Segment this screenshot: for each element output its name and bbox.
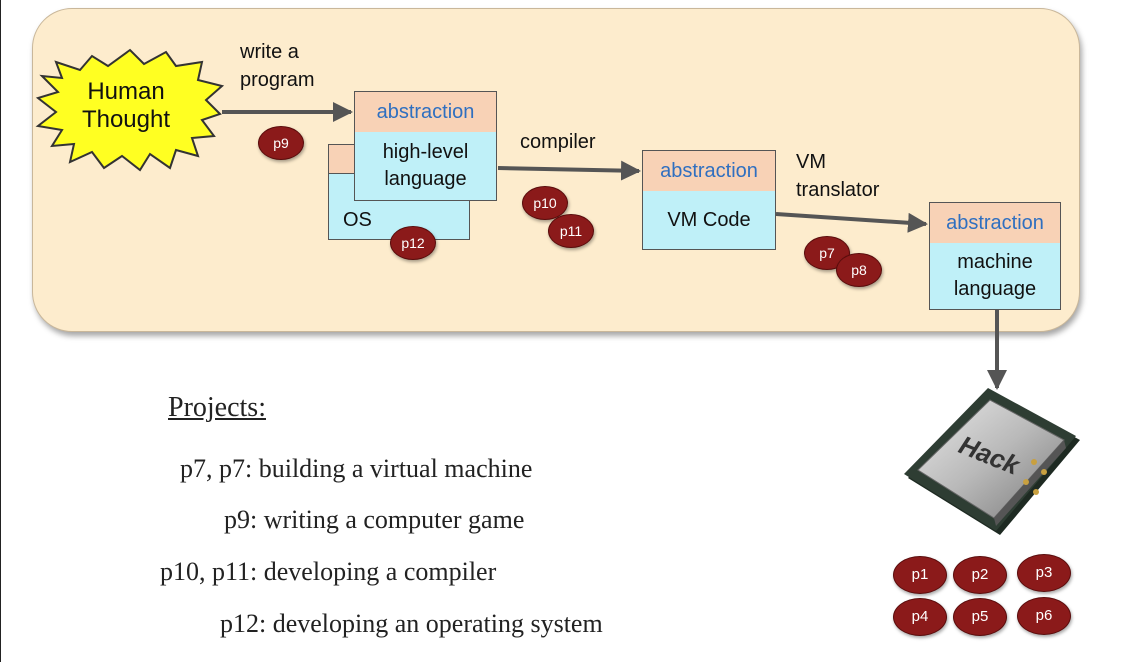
project-line-game: p9: writing a computer game: [224, 505, 525, 534]
human-thought-burst: [35, 48, 225, 172]
badge-p3: p3: [1017, 554, 1071, 592]
projects-title: Projects:: [168, 392, 266, 423]
hack-chip-image: [904, 388, 1080, 535]
write-program-label: write a program: [240, 41, 315, 91]
high-level-abstraction-label: abstraction: [355, 92, 496, 133]
vm-translator-label: VM translator: [796, 151, 880, 201]
os-label: OS: [343, 209, 372, 231]
badge-p2: p2: [953, 556, 1007, 594]
high-level-language-box: abstraction high-level language: [354, 91, 497, 201]
badge-p8: p8: [836, 253, 882, 287]
badge-p11: p11: [548, 214, 594, 248]
arrow-compiler: [497, 160, 641, 181]
badge-p1: p1: [893, 556, 947, 594]
project-line-vm: p7, p7: building a virtual machine: [180, 454, 533, 483]
project-line-compiler: p10, p11: developing a compiler: [160, 557, 497, 586]
machine-abstraction-label: abstraction: [930, 203, 1060, 244]
arrow-vm-translator: [775, 212, 928, 233]
badge-p4: p4: [893, 598, 947, 636]
badge-p12: p12: [390, 226, 436, 260]
vm-code-box: abstraction VM Code: [642, 150, 776, 250]
high-level-language-label: high-level language: [355, 132, 496, 200]
project-line-os: p12: developing an operating system: [220, 609, 603, 638]
vm-abstraction-label: abstraction: [643, 151, 775, 192]
badge-p9: p9: [258, 126, 304, 160]
machine-language-box: abstraction machine language: [929, 202, 1061, 310]
badge-p10: p10: [522, 186, 568, 220]
compiler-label: compiler: [520, 131, 596, 153]
badge-p5: p5: [953, 598, 1007, 636]
vm-code-label: VM Code: [643, 191, 775, 249]
badge-p6: p6: [1017, 597, 1071, 635]
human-thought-label: Human Thought: [81, 78, 171, 133]
left-border: [0, 0, 1, 662]
badge-p7: p7: [804, 236, 850, 270]
machine-language-label: machine language: [930, 243, 1060, 309]
os-box-top-strip: [329, 145, 356, 174]
